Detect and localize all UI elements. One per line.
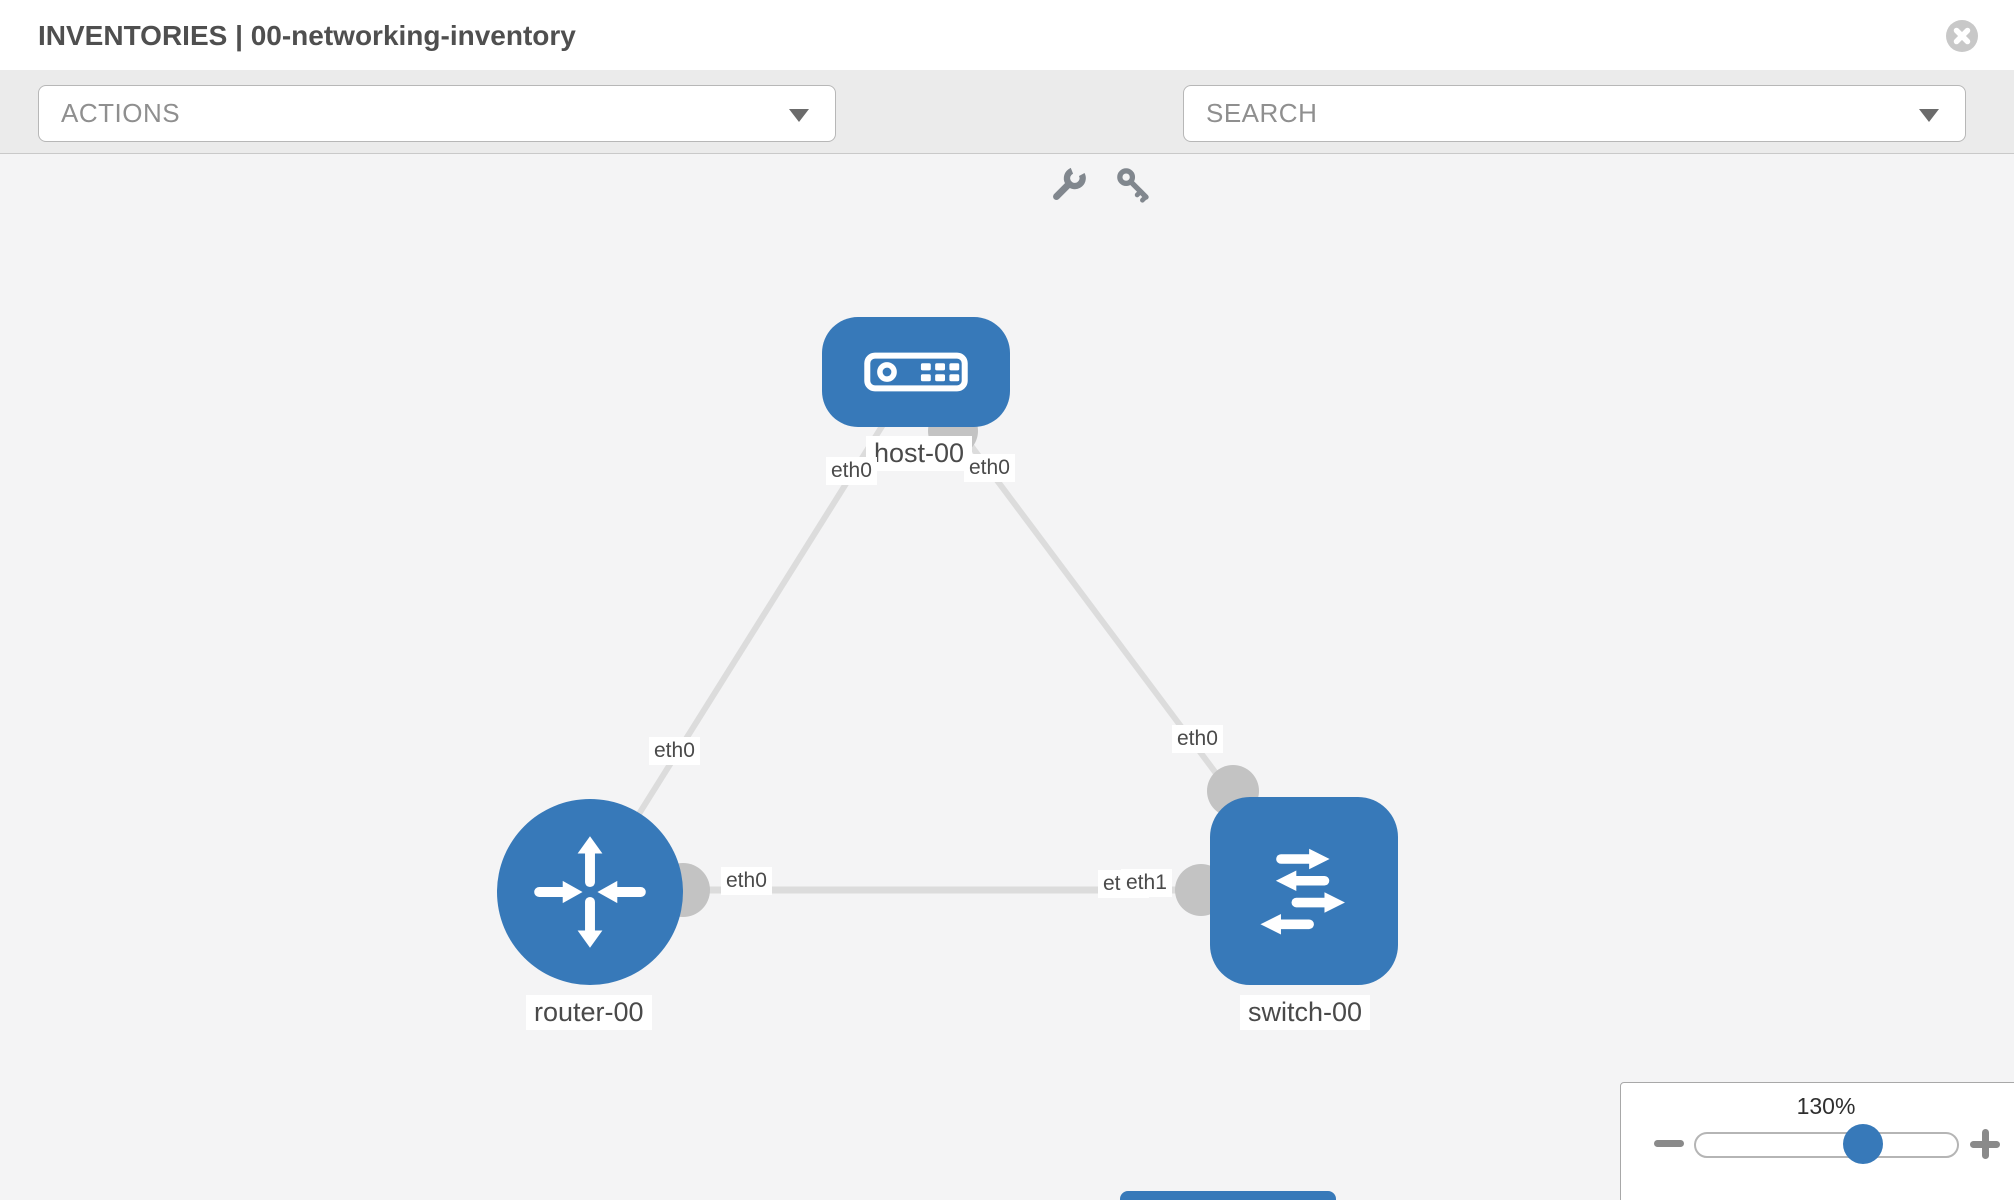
zoom-control-panel: 130%	[1620, 1082, 2014, 1200]
search-dropdown[interactable]: SEARCH	[1183, 85, 1966, 142]
zoom-slider-thumb[interactable]	[1843, 1124, 1883, 1164]
zoom-out-button[interactable]	[1654, 1140, 1684, 1147]
header: INVENTORIES | 00-networking-inventory	[0, 0, 2014, 70]
topology-edges-layer	[587, 370, 1307, 917]
node-label-router: router-00	[526, 995, 652, 1030]
interface-label: eth0	[964, 454, 1015, 482]
interface-label: eth1	[1121, 869, 1172, 897]
credentials-button[interactable]	[1113, 164, 1155, 206]
close-icon	[1953, 27, 1971, 45]
search-placeholder: SEARCH	[1206, 98, 1318, 128]
key-icon	[1117, 168, 1149, 203]
configure-button[interactable]	[1047, 164, 1089, 206]
node-router-00[interactable]	[497, 799, 683, 985]
switch-icon	[1260, 848, 1345, 935]
node-switch-00[interactable]	[1210, 797, 1398, 985]
toolbar: ACTIONS SEARCH	[0, 70, 2014, 203]
zoom-slider-track[interactable]	[1694, 1132, 1959, 1158]
actions-dropdown-label: ACTIONS	[61, 98, 181, 128]
page-title: INVENTORIES | 00-networking-inventory	[38, 20, 576, 51]
chevron-down-icon	[1919, 109, 1939, 122]
zoom-level-value: 130%	[1796, 1093, 1856, 1119]
chevron-down-icon	[789, 109, 809, 122]
node-host-00[interactable]	[822, 317, 1010, 427]
wrench-icon	[1053, 167, 1086, 200]
router-icon	[534, 836, 646, 948]
topology-canvas[interactable]: host-00 router-00 switch-00 eth0 eth0 et…	[0, 153, 2014, 1200]
host-icon	[864, 352, 968, 392]
node-label-host: host-00	[866, 436, 973, 471]
zoom-in-button[interactable]	[1970, 1129, 2000, 1159]
interface-label: eth0	[721, 867, 772, 895]
interface-label: eth0	[649, 737, 700, 765]
interface-label: eth0	[1172, 725, 1223, 753]
node-label-switch: switch-00	[1240, 995, 1371, 1030]
actions-dropdown[interactable]: ACTIONS	[38, 85, 836, 142]
interface-label: eth0	[826, 457, 877, 485]
cutoff-node-top[interactable]	[1120, 1191, 1336, 1200]
close-button[interactable]	[1946, 20, 1978, 52]
